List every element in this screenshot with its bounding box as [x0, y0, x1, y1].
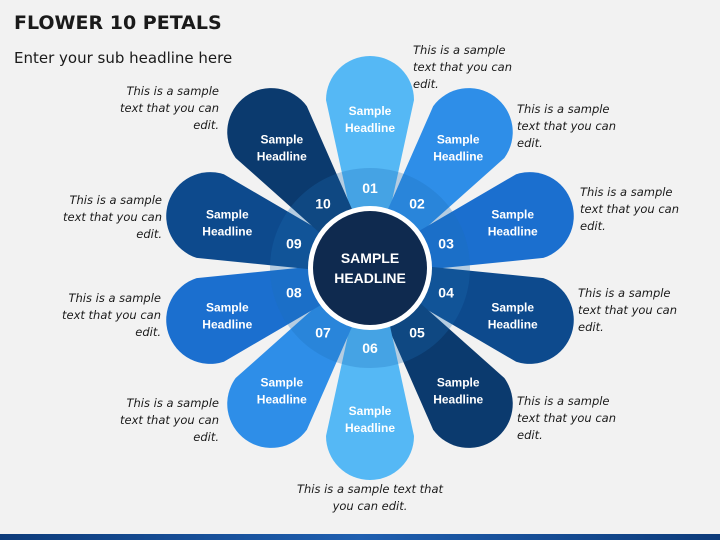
petal-08[interactable] [155, 244, 329, 375]
petal-headline-line2: Headline [345, 421, 395, 435]
petal-07[interactable] [210, 289, 372, 465]
petal-shape [227, 303, 353, 448]
petal-headline-line1: Sample [437, 375, 480, 389]
petal-shape [418, 172, 574, 270]
petal-headline-line1: Sample [260, 133, 303, 147]
footer-bar [0, 534, 720, 540]
petal-06[interactable] [326, 326, 414, 480]
petal-headline-line1: Sample [260, 375, 303, 389]
petal-number: 09 [286, 235, 302, 251]
petal-headline-line2: Headline [433, 150, 483, 164]
petal-number: 04 [438, 285, 454, 301]
petal-note-10[interactable]: This is a sample text that you can edit. [119, 84, 219, 132]
petal-09[interactable] [155, 161, 329, 292]
petal-headline-line2: Headline [202, 317, 252, 331]
petal-number: 08 [286, 285, 302, 301]
petal-03[interactable] [412, 161, 586, 292]
petal-04[interactable] [412, 244, 586, 375]
petal-shape [227, 88, 353, 233]
petal-number: 05 [409, 325, 425, 341]
center-circle[interactable] [313, 211, 427, 325]
petal-shape [418, 266, 574, 364]
petal-note-07[interactable]: This is a sample text that you can edit. [119, 396, 219, 444]
petal-01[interactable] [326, 56, 414, 210]
petal-number: 10 [315, 195, 331, 211]
center-headline-line2: HEADLINE [334, 270, 406, 286]
petal-headline-line2: Headline [488, 317, 538, 331]
petal-shape [387, 303, 513, 448]
petal-number: 07 [315, 325, 331, 341]
page-subtitle: Enter your sub headline here [14, 49, 233, 67]
petal-note-01[interactable]: This is a sample text that you can edit. [413, 43, 513, 91]
petal-shape [387, 88, 513, 233]
petal-02[interactable] [368, 71, 530, 247]
petal-number: 02 [409, 195, 425, 211]
petal-headline-line1: Sample [349, 104, 392, 118]
petal-headline-line1: Sample [206, 300, 249, 314]
petal-headline-line2: Headline [433, 392, 483, 406]
petal-shape [166, 172, 322, 270]
petal-headline-line1: Sample [491, 208, 534, 222]
petal-headline-line2: Headline [257, 392, 307, 406]
petal-note-09[interactable]: This is a sample text that you can edit. [62, 193, 162, 241]
petal-headline-line2: Headline [345, 121, 395, 135]
petal-shape [326, 56, 414, 210]
petal-note-03[interactable]: This is a sample text that you can edit. [580, 185, 680, 233]
center-headline-line1: SAMPLE [341, 250, 399, 266]
petal-shape [166, 266, 322, 364]
petal-note-06[interactable]: This is a sample text that you can edit. [296, 482, 444, 513]
petal-number: 03 [438, 235, 454, 251]
petal-shape [326, 326, 414, 480]
petal-10[interactable] [210, 71, 372, 247]
page-title: FLOWER 10 PETALS [14, 12, 222, 34]
petal-headline-line2: Headline [257, 150, 307, 164]
petal-headline-line1: Sample [349, 404, 392, 418]
petal-note-02[interactable]: This is a sample text that you can edit. [517, 102, 617, 150]
petal-headline-line1: Sample [491, 300, 534, 314]
petal-05[interactable] [368, 289, 530, 465]
petal-headline-line2: Headline [202, 225, 252, 239]
petal-note-05[interactable]: This is a sample text that you can edit. [517, 394, 617, 442]
petal-note-04[interactable]: This is a sample text that you can edit. [578, 286, 678, 334]
petal-number: 06 [362, 340, 378, 356]
petal-headline-line1: Sample [437, 133, 480, 147]
petal-headline-line2: Headline [488, 225, 538, 239]
petal-number: 01 [362, 180, 378, 196]
petal-headline-line1: Sample [206, 208, 249, 222]
petal-note-08[interactable]: This is a sample text that you can edit. [61, 291, 161, 339]
